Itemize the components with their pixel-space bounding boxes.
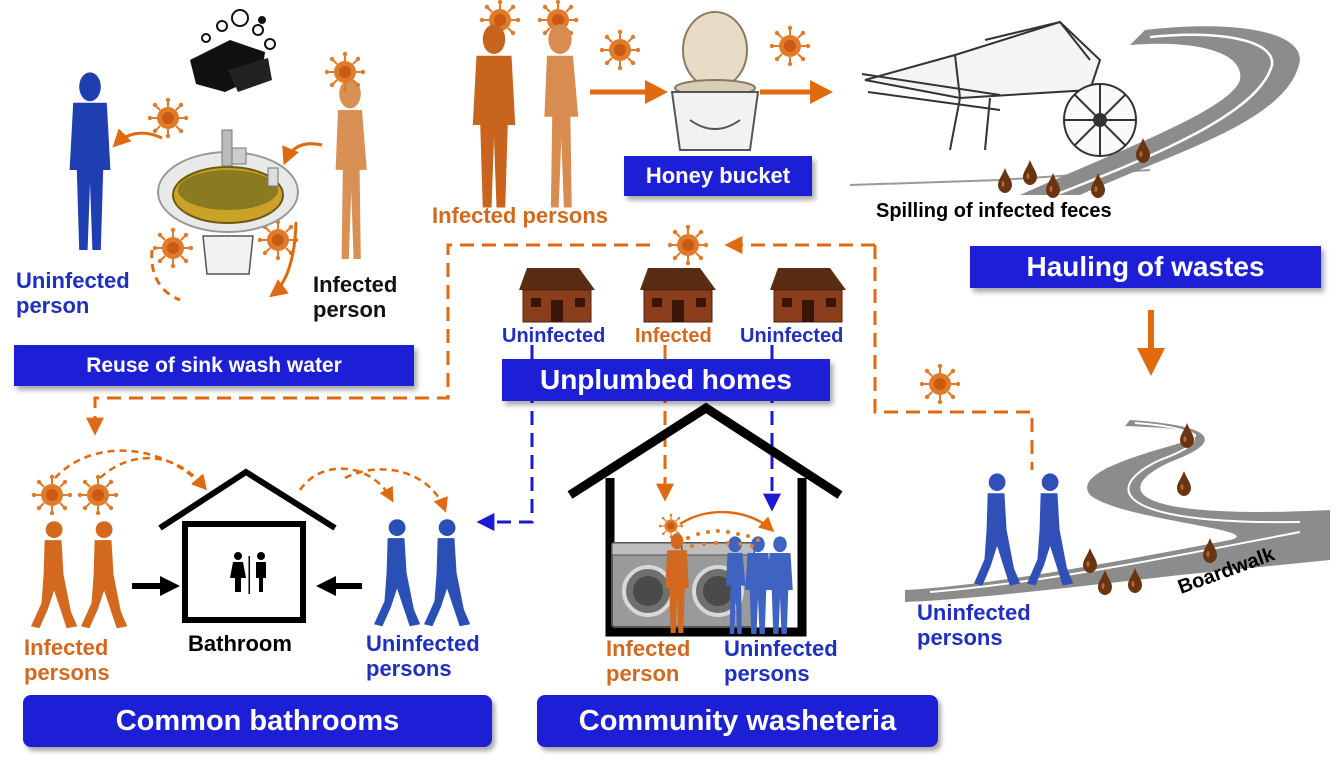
- feces-drop-icon: [1083, 548, 1097, 573]
- arrow-icon: [112, 128, 323, 302]
- handwash-icon: [190, 9, 276, 92]
- hauling-title: Hauling of wastes: [970, 246, 1321, 288]
- bathroom-house-icon: [158, 468, 337, 623]
- unplumbed-homes-title: Unplumbed homes: [502, 359, 830, 401]
- home-label-uninfected-1: Uninfected: [502, 325, 606, 347]
- virus-icon: [768, 24, 812, 68]
- virus-icon: [76, 473, 120, 517]
- infected-walkers-figure: [31, 521, 128, 629]
- uninfected-walkers-figure: [374, 519, 471, 627]
- toilet-bucket-icon: [670, 11, 760, 151]
- arrow-icon: [132, 576, 362, 596]
- uninfected-walkers-figure: [974, 473, 1074, 586]
- infected-person-figure: [335, 79, 367, 260]
- feces-drop-icon: [1023, 160, 1037, 185]
- infected-persons-label: Infected persons: [432, 203, 609, 228]
- virus-spread-dots: [686, 529, 760, 548]
- virus-icon: [918, 362, 962, 406]
- washeteria-house-icon: [567, 402, 843, 637]
- bathroom-label: Bathroom: [188, 631, 292, 656]
- washeteria-uninfected-label: Uninfected persons: [724, 636, 838, 687]
- virus-icon: [666, 223, 710, 267]
- house-icon: [639, 267, 717, 323]
- virus-icon: [598, 28, 642, 72]
- house-icon: [769, 267, 847, 323]
- road-icon: [905, 420, 1330, 602]
- wheelbarrow-icon: [849, 20, 1151, 186]
- restroom-sign-icon: [230, 552, 266, 594]
- common-bathrooms-title: Common bathrooms: [23, 695, 492, 747]
- feces-drop-icon: [1203, 538, 1217, 563]
- spill-label: Spilling of infected feces: [876, 200, 1112, 222]
- arrow-icon: [590, 80, 833, 104]
- house-icon: [518, 267, 596, 323]
- sink-reuse-title: Reuse of sink wash water: [14, 345, 414, 386]
- arrow-icon: [679, 510, 775, 533]
- sink-icon: [157, 129, 299, 275]
- virus-icon: [323, 50, 367, 94]
- honey-bucket-title: Honey bucket: [624, 156, 812, 196]
- virus-icon: [146, 96, 190, 140]
- bathroom-uninfected-label: Uninfected persons: [366, 631, 480, 682]
- community-washeteria-title: Community washeteria: [537, 695, 938, 747]
- feces-drop-icon: [998, 168, 1012, 193]
- arrow-icon: [54, 449, 448, 513]
- virus-icon: [30, 473, 74, 517]
- infected-man-figure: [472, 24, 516, 208]
- virus-icon: [658, 513, 684, 539]
- infected-woman-figure: [544, 24, 579, 208]
- uninfected-person-figure: [69, 72, 111, 251]
- home-label-infected: Infected: [635, 325, 712, 347]
- arrow-icon: [1137, 310, 1165, 376]
- infected-person-label: Infected person: [313, 272, 398, 323]
- feces-drop-icon: [1177, 471, 1191, 496]
- uninfected-person-label: Uninfected person: [16, 268, 130, 319]
- bathroom-infected-label: Infected persons: [24, 635, 110, 686]
- virus-icon: [151, 226, 195, 270]
- home-label-uninfected-2: Uninfected: [740, 325, 844, 347]
- boardwalk-uninfected-label: Uninfected persons: [917, 600, 1031, 651]
- washeteria-infected-label: Infected person: [606, 636, 691, 687]
